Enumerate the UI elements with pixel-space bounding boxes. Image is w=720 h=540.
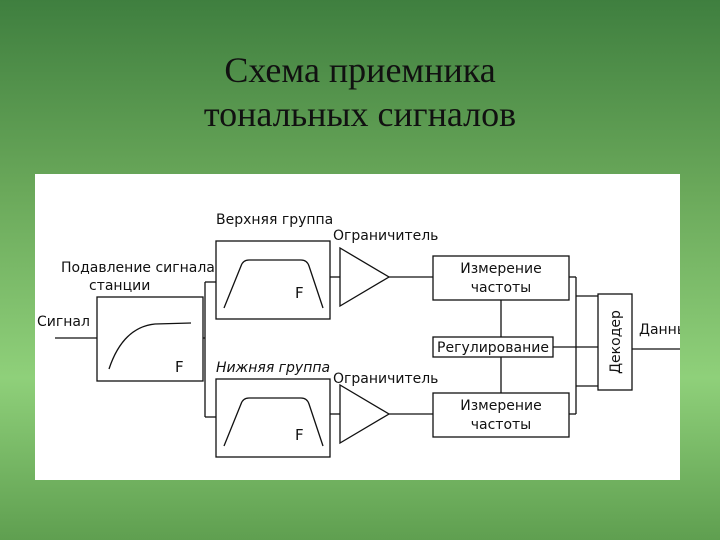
upper-measure-line1: Измерение xyxy=(460,261,541,277)
lower-filter-box xyxy=(215,378,331,458)
upper-filter-f: F xyxy=(295,284,304,302)
output-label: Данные xyxy=(639,322,680,338)
lower-group-label: Нижняя группа xyxy=(216,360,330,376)
lower-limiter-label: Ограничитель xyxy=(333,371,438,387)
title-line-2: тональных сигналов xyxy=(203,94,517,134)
upper-filter-curve xyxy=(223,259,324,309)
input-label: Сигнал xyxy=(37,314,90,330)
lower-filter-curve xyxy=(223,397,324,447)
decoder-label: Декодер xyxy=(608,310,624,374)
suppression-label-line1: Подавление сигнала xyxy=(61,260,215,276)
lower-measure-line2: частоты xyxy=(471,417,531,433)
lower-measure-line1: Измерение xyxy=(460,398,541,414)
suppression-label-line2: станции xyxy=(89,278,150,294)
suppression-filter-f: F xyxy=(175,358,184,376)
upper-filter-box xyxy=(215,240,331,320)
lower-filter-f: F xyxy=(295,426,304,444)
regulation-label: Регулирование xyxy=(437,340,549,356)
suppression-filter-box xyxy=(96,296,204,382)
upper-group-label: Верхняя группа xyxy=(216,212,333,228)
upper-limiter-label: Ограничитель xyxy=(333,228,438,244)
receiver-diagram: Сигнал Подавление сигнала станции F Верх… xyxy=(37,212,697,458)
lower-limiter-triangle xyxy=(339,383,391,445)
title-line-1: Схема приемника xyxy=(224,50,496,90)
slide-title: Схема приемника тональных сигналов xyxy=(0,48,720,136)
decoder-box xyxy=(597,293,633,391)
diagram-panel: Сигнал Подавление сигнала станции F Верх… xyxy=(35,174,697,480)
suppression-filter-curve xyxy=(108,322,192,370)
upper-measure-line2: частоты xyxy=(471,280,531,296)
upper-limiter-triangle xyxy=(339,246,391,308)
